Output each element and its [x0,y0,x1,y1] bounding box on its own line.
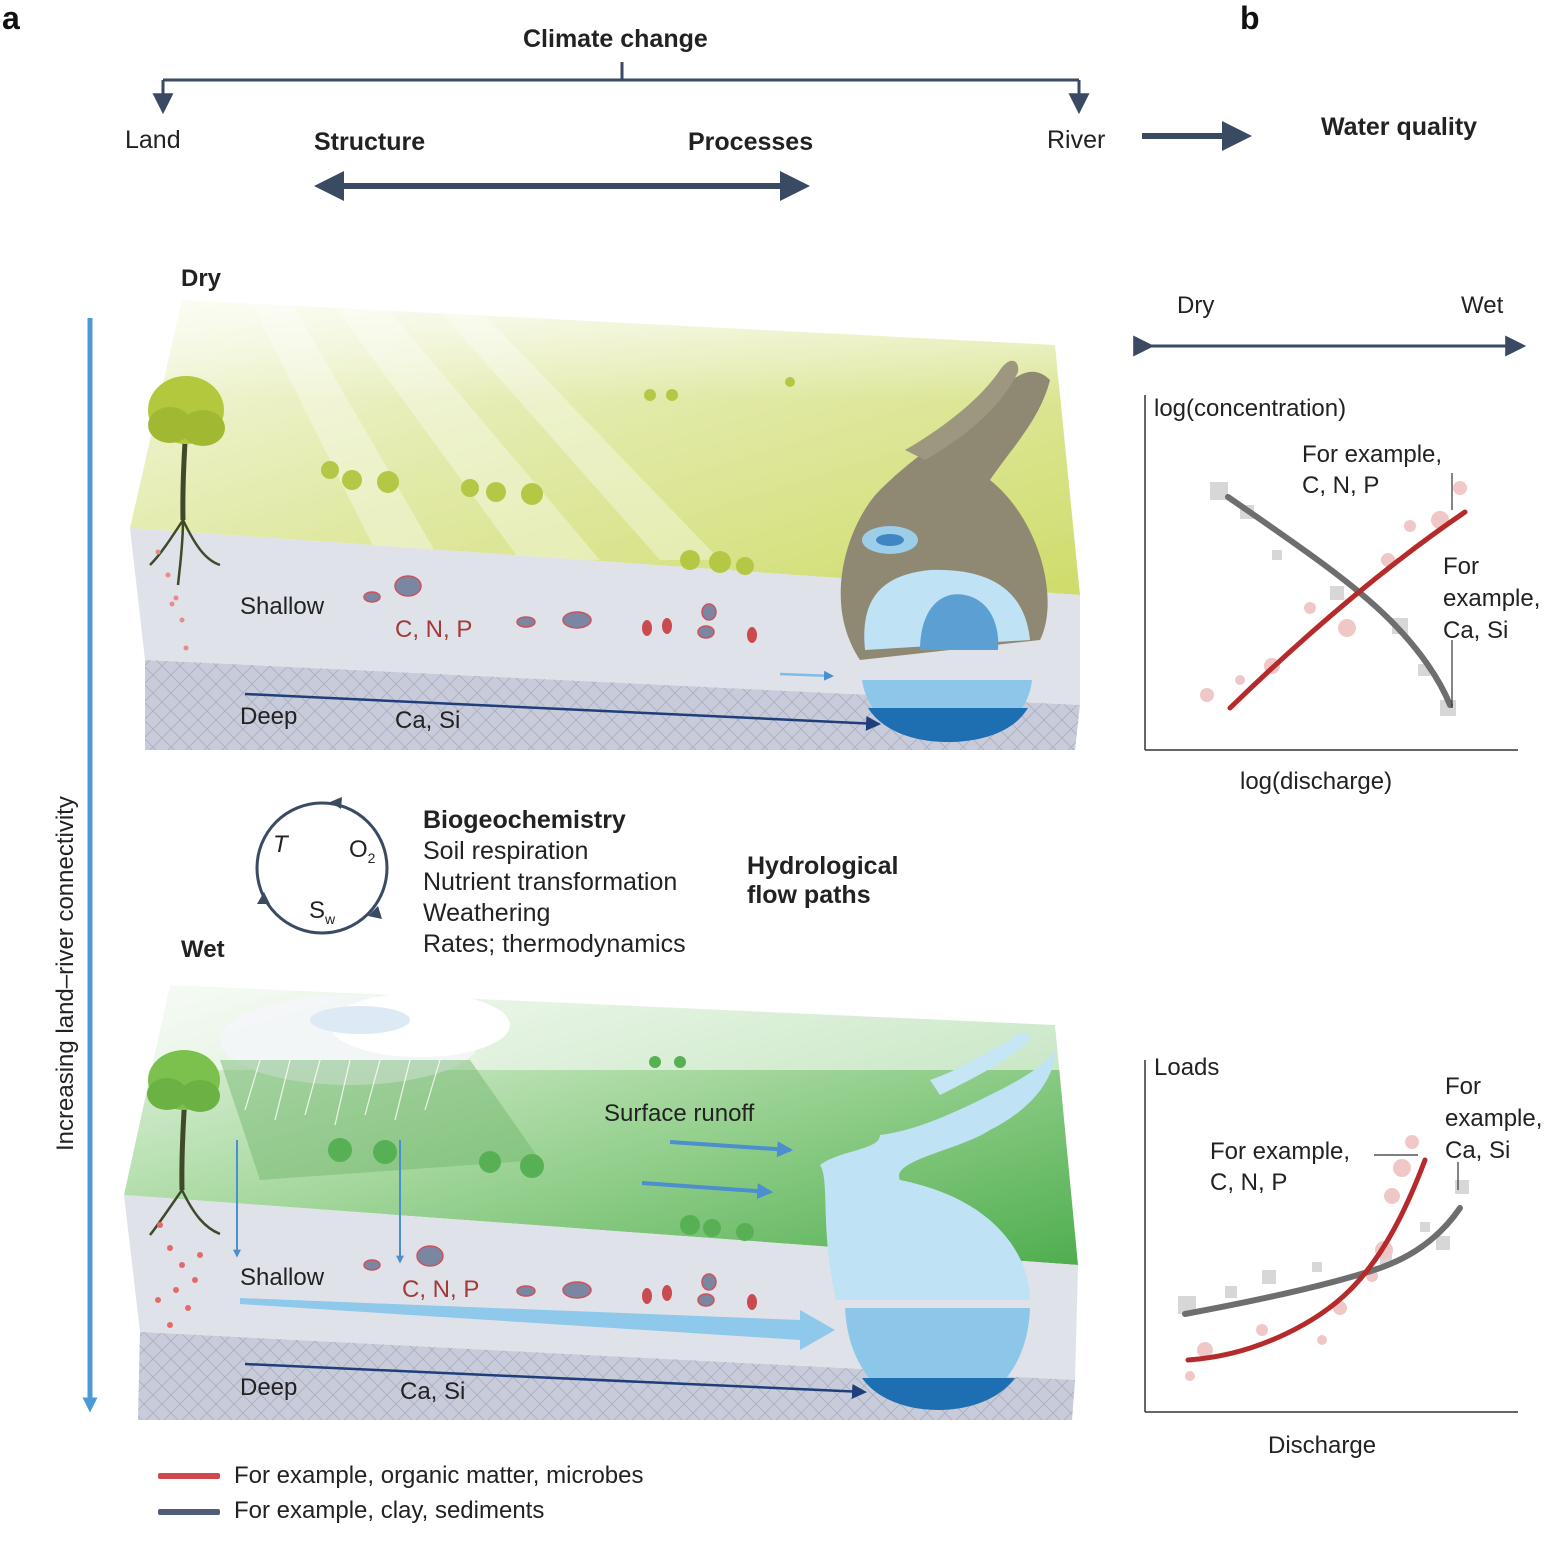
climate-change-label: Climate change [523,25,708,53]
gradient-wet-label: Wet [1461,292,1504,319]
load-annotation-casi-1: For [1445,1073,1481,1100]
wet-casi-label: Ca, Si [400,1378,466,1405]
bgc-item: Nutrient transformation [423,868,678,896]
climate-bracket [152,62,1090,115]
dry-cnp-label: C, N, P [395,616,473,643]
dry-label: Dry [181,265,222,292]
cycle-oxygen-label: O2 [349,836,376,866]
load-annotation-cnp-1: For example, [1210,1138,1351,1165]
processes-label: Processes [688,128,814,156]
load-curves [1182,1154,1463,1363]
cq-xlabel: log(discharge) [1240,768,1393,795]
connectivity-axis-label: Increasing land–river connectivity [52,796,79,1151]
cq-plot-points [1200,481,1467,716]
water-quality-label: Water quality [1321,113,1478,141]
cycle-temperature-label: T [273,831,288,858]
panel-label-b: b [1240,0,1260,36]
wet-deep-label: Deep [240,1374,298,1401]
surface-runoff-label: Surface runoff [604,1100,755,1127]
wet-landscape-block [124,970,1078,1420]
cq-curves [1225,473,1468,711]
legend-red-swatch [158,1473,220,1479]
bgc-item: Weathering [423,899,551,927]
dry-deep-label: Deep [240,703,298,730]
wet-shallow-label: Shallow [240,1264,325,1291]
load-plot-points [1178,1135,1469,1381]
wet-label: Wet [181,936,225,963]
bgc-item: Rates; thermodynamics [423,930,686,958]
wet-cnp-label: C, N, P [402,1276,480,1303]
cq-annotation-casi-1: For [1443,553,1479,580]
legend-red-label: For example, organic matter, microbes [234,1462,644,1489]
cycle-diagram [255,797,389,935]
legend-grey-label: For example, clay, sediments [234,1497,545,1524]
bgc-item: Soil respiration [423,837,589,865]
legend-grey-swatch [158,1509,220,1515]
structure-label: Structure [314,128,426,156]
load-xlabel: Discharge [1268,1432,1377,1459]
load-annotation-cnp-2: C, N, P [1210,1169,1288,1196]
cq-annotation-casi-2: example, [1443,585,1541,612]
biogeochemistry-title: Biogeochemistry [423,806,626,834]
load-plot-axes [1144,1060,1518,1413]
load-annotation-casi-3: Ca, Si [1445,1137,1511,1164]
cq-plot-axes [1144,395,1518,751]
panel-label-a: a [2,0,20,36]
cq-annotation-cnp-1: For example, [1302,441,1443,468]
cycle-soil-water-label: Sw [309,897,336,927]
hydro-line2: flow paths [747,881,871,909]
hydro-line1: Hydrological [747,852,899,880]
river-label: River [1047,126,1106,154]
dry-landscape-block [130,280,1080,750]
cq-ylabel: log(concentration) [1154,395,1347,422]
cq-annotation-casi-3: Ca, Si [1443,617,1509,644]
dry-casi-label: Ca, Si [395,707,461,734]
land-label: Land [125,126,181,154]
load-ylabel: Loads [1154,1054,1220,1081]
cq-annotation-cnp-2: C, N, P [1302,472,1380,499]
dry-shallow-label: Shallow [240,593,325,620]
load-annotation-casi-2: example, [1445,1105,1543,1132]
gradient-dry-label: Dry [1177,292,1215,319]
